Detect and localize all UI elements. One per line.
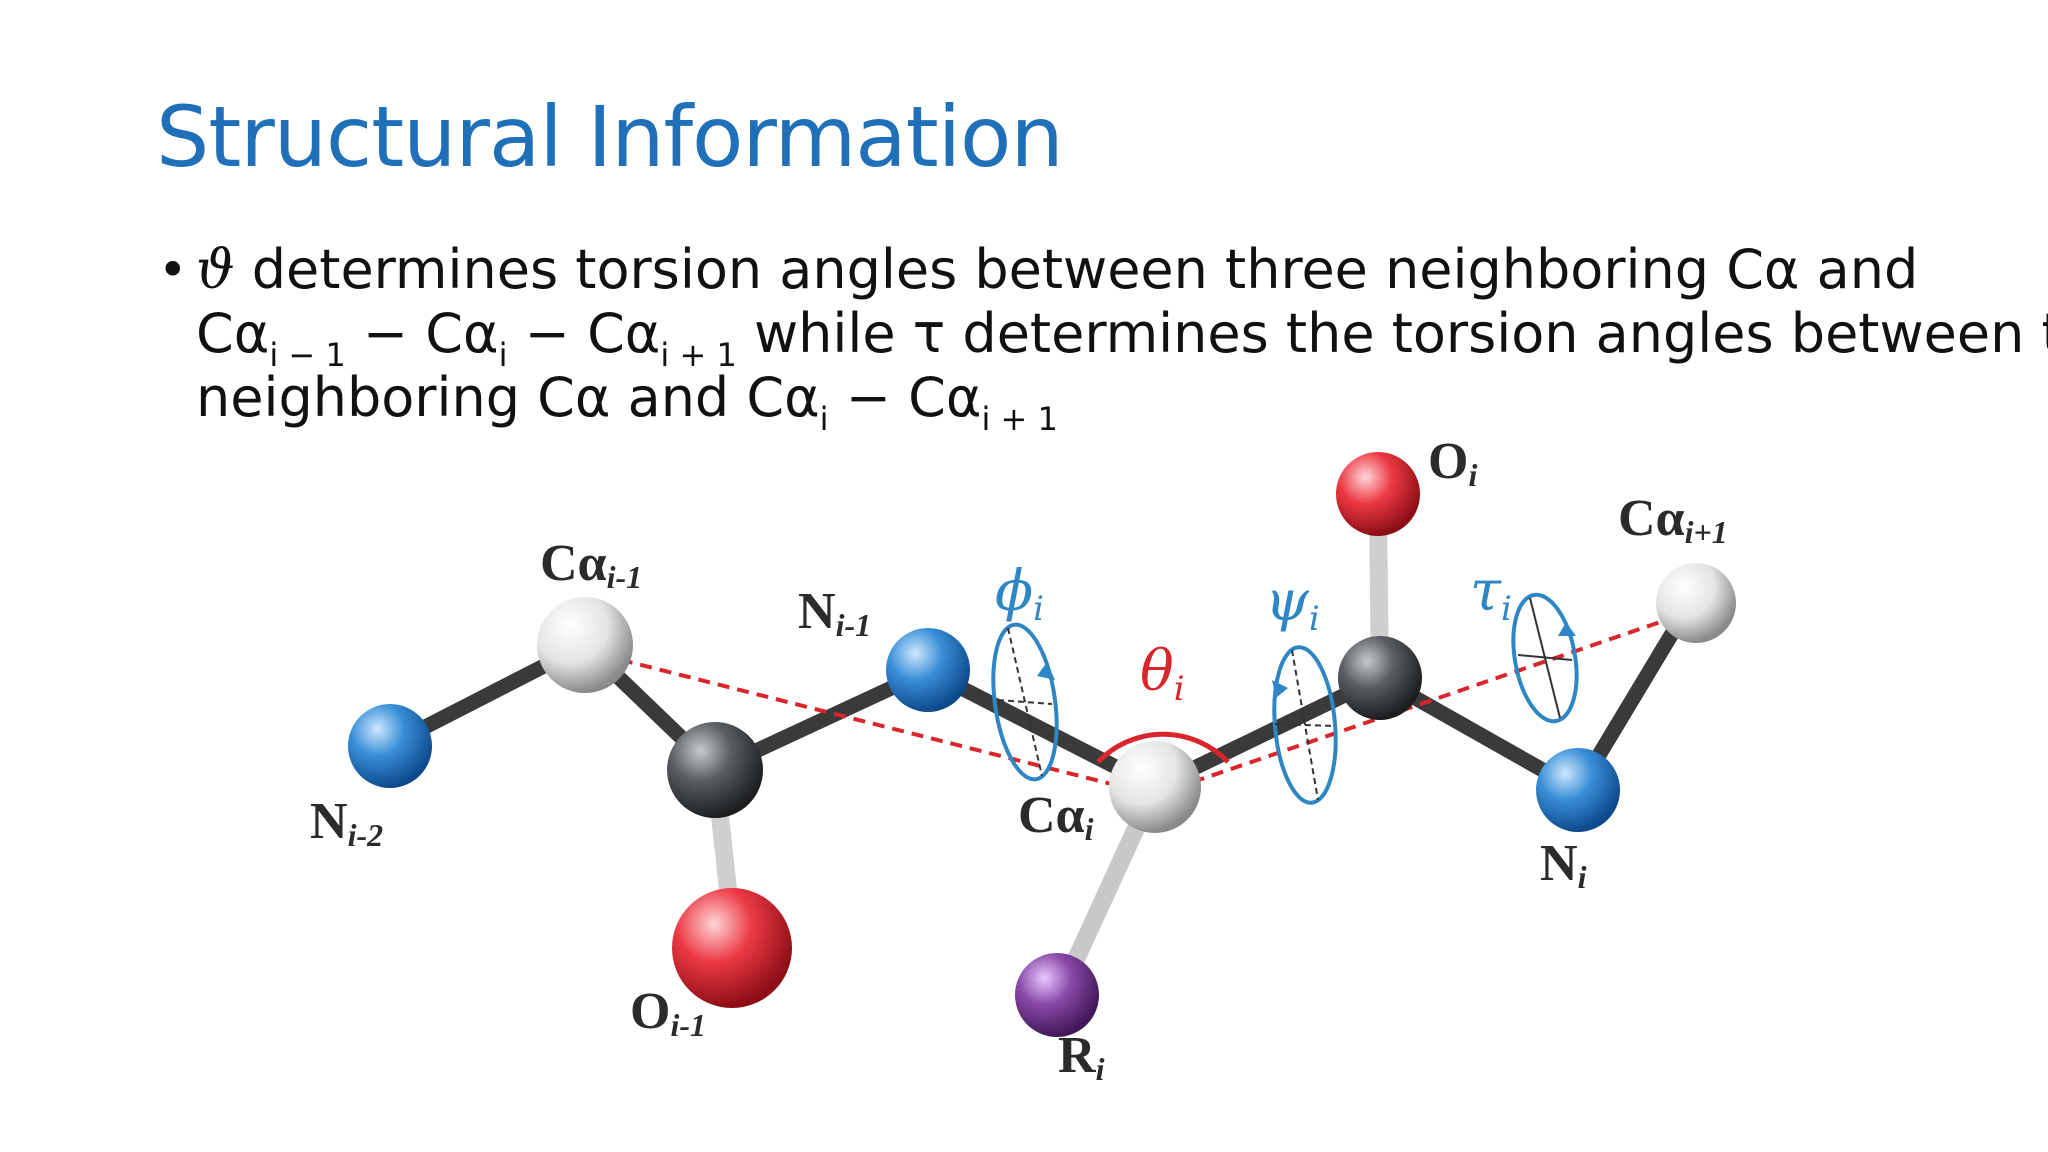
theta-label: θi [1140,639,1185,709]
peptide-backbone-diagram: Ni-2 Cαi-1 Ni-1 Oi-1 Cαi Ri Oi Ni Cαi+1 … [310,440,1736,1087]
n-im2-atom [348,704,432,788]
bullet-line-3-text: neighboring Cα and Cα [196,366,820,429]
tau-rotation-icon [1511,592,1579,724]
n-im2-label: Ni-2 [310,793,383,853]
bullet-line-1-text: determines torsion angles between three … [234,238,1919,301]
r-i-label: Ri [1058,1027,1105,1087]
n-im1-label: Ni-1 [798,583,871,643]
o-im1-label: Oi-1 [630,983,706,1043]
ca-im1-atom [537,597,633,693]
theta-arc [1096,731,1230,764]
subscript: i [498,336,508,374]
subscript: i [819,400,829,438]
subscript: i + 1 [660,336,737,374]
ca-text: − Cα [507,302,661,365]
dashed-ca-lines [581,603,1711,797]
n-i-label: Ni [1540,835,1587,895]
ca-text: − Cα [345,302,499,365]
bullet-line-1: ϑ determines torsion angles between thre… [196,238,1918,302]
psi-rotation-icon [1272,645,1338,805]
o-im1-atom [672,888,792,1008]
slide-title: Structural Information [156,88,1064,186]
bullet-line-2: Cαi − 1 − Cαi − Cαi + 1 while τ determin… [196,302,2048,371]
ca-text: − Cα [828,366,982,429]
o-i-atom [1336,452,1420,536]
n-im1-atom [886,628,970,712]
ca-i-atom [1109,741,1201,833]
phi-rotation-icon [991,622,1059,782]
o-i-label: Oi [1428,440,1477,493]
tau-label: τi [1470,559,1512,629]
bullet-line-2-text: while τ determines the torsion angles be… [736,302,2048,365]
subscript: i − 1 [269,336,346,374]
ca-ip1-label: Cαi+1 [1618,490,1728,550]
c-i-atom [1338,636,1422,720]
ca-im1-label: Cαi-1 [540,535,642,595]
theta-symbol: ϑ [196,238,235,301]
bullet-line-3: neighboring Cα and Cαi − Cαi + 1 [196,366,1058,435]
ca-text: Cα [196,302,270,365]
ca-i-label: Cαi [1018,787,1094,847]
psi-label: ψi [1265,569,1320,639]
ca-ip1-atom [1656,563,1736,643]
phi-label: ϕi [995,559,1044,629]
n-i-atom [1536,748,1620,832]
r-i-atom [1015,953,1099,1037]
subscript: i + 1 [981,400,1058,438]
c-im1-atom [667,722,763,818]
bullet-marker: • [158,241,188,299]
